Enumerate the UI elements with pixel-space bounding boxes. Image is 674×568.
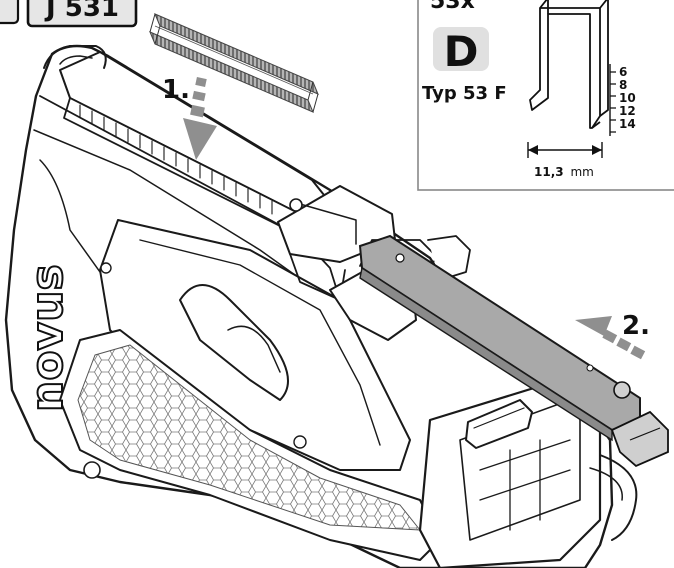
type-badge [433,27,489,71]
width-value: 11,3 [534,165,564,179]
width-dimension: 11,3 mm [527,142,603,179]
model-tag-text: J 531 [44,0,119,23]
length-scale: 6 8 10 12 14 [609,64,636,136]
step-1-arrow: 1. [162,75,217,160]
step-2-label: 2. [622,311,650,341]
svg-text:11,3 mm: 11,3 mm [534,165,594,179]
length-10: 10 [619,91,636,105]
brand-logo-text: novus [22,264,73,412]
length-8: 8 [619,78,627,92]
magazine-bar [358,234,669,468]
length-6: 6 [619,65,627,79]
staple-strip [149,13,319,113]
staple-spec-panel: 53x D Typ 53 F 6 8 10 12 14 [417,0,674,191]
length-14: 14 [619,117,636,131]
stapler-tool [4,44,638,568]
grip-texture [77,344,421,531]
width-unit: mm [570,165,593,179]
brand-logo: novus [21,263,74,413]
staple-outline [529,0,609,129]
rail-ticks [79,104,273,215]
step-1-label: 1. [162,75,190,105]
staple-series-header: 53x [430,0,475,14]
length-12: 12 [619,104,636,118]
type-letter: D [444,27,479,76]
type-name: Typ 53 F [422,83,507,104]
model-tag-left: J 531 [0,0,138,28]
step-2-arrow: 2. [575,311,650,360]
